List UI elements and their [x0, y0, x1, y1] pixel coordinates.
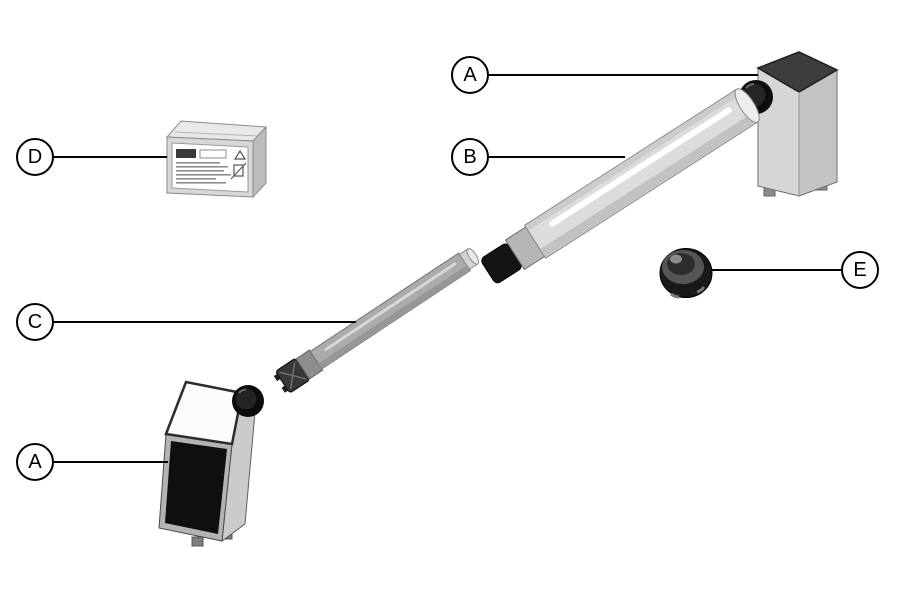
callout-b: B [451, 138, 489, 176]
part-tubular-motor [273, 248, 480, 393]
part-outer-tube [481, 88, 760, 284]
leader-line-c [54, 321, 356, 323]
head-top-panel [164, 380, 244, 446]
leader-line-d [54, 156, 167, 158]
tube-highlight [549, 107, 732, 227]
head-front-panel [165, 441, 227, 534]
callout-d: D [16, 138, 54, 176]
recycle-triangle-icon [233, 149, 247, 160]
part-head-unit-front [158, 380, 264, 547]
callout-a-top-label: A [463, 63, 477, 86]
head-top-panel [756, 51, 839, 93]
callout-a-bottom: A [16, 443, 54, 481]
callout-c-label: C [27, 310, 43, 333]
callout-d-label: D [27, 145, 43, 168]
callout-c: C [16, 303, 54, 341]
part-adapter-knob [659, 248, 713, 299]
leader-line-a-bottom [54, 461, 168, 463]
callout-e: E [841, 251, 879, 289]
leader-line-b [489, 156, 625, 158]
callout-a-bottom-label: A [28, 450, 42, 473]
label-logo-block [176, 149, 196, 158]
callout-b-label: B [463, 145, 477, 168]
crossed-out-bin-icon [233, 164, 244, 177]
leader-line-e [712, 269, 841, 271]
part-head-unit-rear [739, 51, 839, 197]
callout-e-label: E [853, 258, 867, 281]
callout-a-top: A [451, 56, 489, 94]
leader-line-a-top [489, 74, 758, 76]
part-battery-label-pack [165, 120, 268, 199]
motor-highlight [324, 262, 457, 351]
